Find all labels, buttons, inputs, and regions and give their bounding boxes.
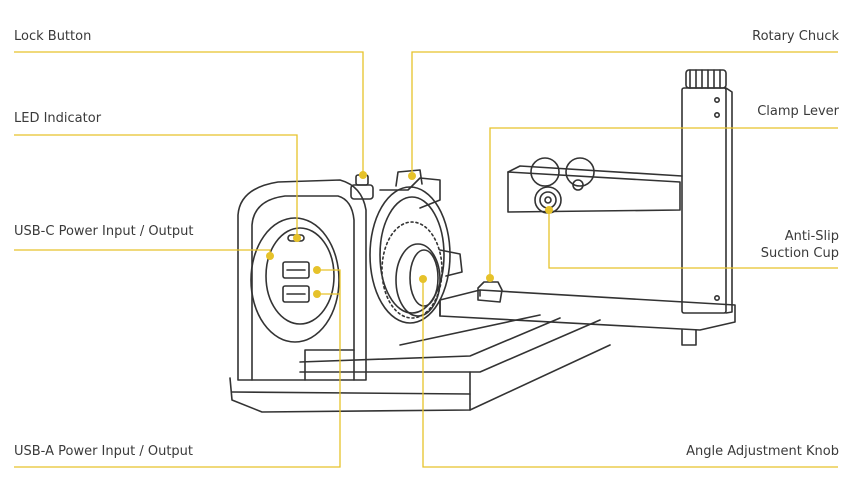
leader-rotary-chuck (411, 51, 838, 174)
leader-led-indicator (14, 134, 298, 237)
rotary-chuck-head (369, 169, 463, 324)
callout-dots (266, 171, 553, 298)
leader-lock-button (14, 51, 364, 175)
leader-usb-a (14, 269, 341, 468)
leader-usb-c (14, 249, 271, 256)
dot-clamp-lever (486, 274, 494, 282)
right-plate (439, 289, 736, 346)
label-angle-knob: Angle Adjustment Knob (686, 444, 839, 459)
horizontal-arm (507, 157, 683, 214)
vertical-post (681, 69, 733, 314)
label-led-indicator: LED Indicator (14, 111, 102, 126)
label-usb-c: USB-C Power Input / Output (14, 224, 194, 239)
dot-rotary-chuck (408, 172, 416, 180)
dot-lock-button (359, 171, 367, 179)
device-outline (229, 69, 736, 413)
label-lock-button: Lock Button (14, 29, 92, 44)
main-housing (237, 179, 367, 381)
leader-clamp-lever (489, 127, 838, 276)
dot-usb-a-1 (313, 266, 321, 274)
label-usb-a: USB-A Power Input / Output (14, 444, 194, 459)
clamp-lever-body (477, 281, 503, 303)
label-anti-slip-line1: Anti-Slip (784, 229, 839, 244)
dot-usb-a-2 (313, 290, 321, 298)
label-anti-slip-line2: Suction Cup (760, 246, 839, 261)
dot-usb-c (266, 252, 274, 260)
leader-angle-knob (422, 278, 838, 468)
label-clamp-lever: Clamp Lever (757, 104, 839, 119)
dot-angle-knob (419, 275, 427, 283)
base-rails (229, 314, 611, 413)
dot-led-indicator (293, 234, 301, 242)
label-rotary-chuck: Rotary Chuck (752, 29, 839, 44)
dot-anti-slip (545, 206, 553, 214)
leader-anti-slip (548, 210, 838, 269)
